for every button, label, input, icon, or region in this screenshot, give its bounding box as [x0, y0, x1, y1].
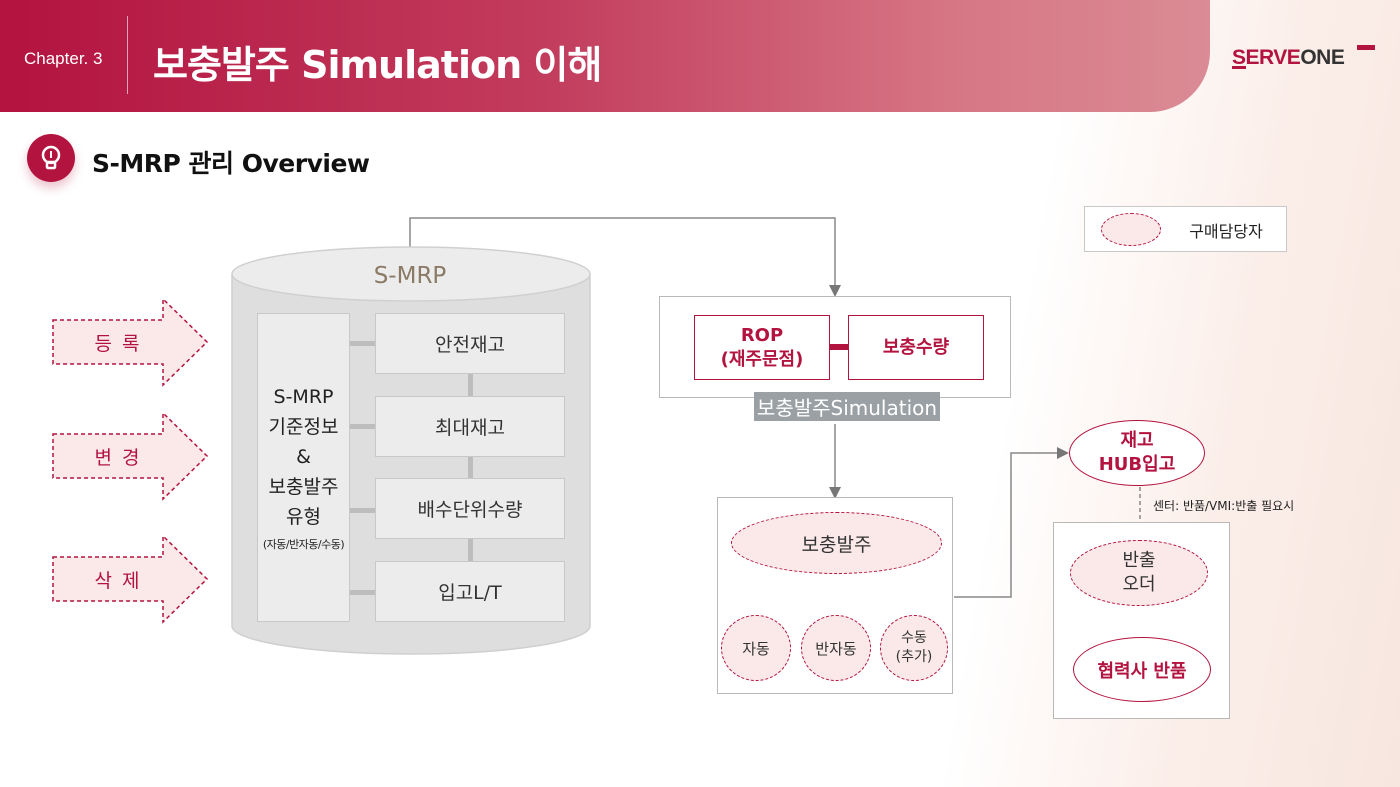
register-label: 등 록 [94, 332, 142, 355]
item-multiple-qty: 배수단위수량 [375, 478, 565, 539]
chapter-label: Chapter. 3 [24, 49, 103, 68]
legend-ellipse [1101, 213, 1161, 246]
modify-arrow [52, 411, 209, 501]
cylinder-label: S-MRP [373, 263, 447, 289]
modify-label: 변 경 [94, 446, 142, 469]
return-note: 센터: 반품/VMI:반출 필요시 [1153, 499, 1295, 513]
simulation-label: 보충발주Simulation [753, 391, 941, 421]
page-title: 보충발주 Simulation 이해 [153, 43, 602, 87]
legend-label: 구매담당자 [1189, 222, 1263, 241]
replenish-order-ellipse: 보충발주 [731, 512, 942, 574]
logo-underline [1232, 66, 1246, 69]
out-order-ellipse: 반출 오더 [1070, 540, 1208, 606]
register-arrow [52, 297, 209, 387]
serveone-logo: SERVEONE [1232, 46, 1345, 69]
item-max-stock: 최대재고 [375, 396, 565, 457]
logo-accent [1357, 45, 1375, 50]
section-title: S-MRP 관리 Overview [92, 149, 370, 178]
simulation-label-wrap: 보충발주Simulation [745, 391, 949, 421]
header-banner [0, 0, 1210, 112]
lightbulb-icon [27, 134, 75, 182]
item-lead-time: 입고L/T [375, 561, 565, 622]
header-divider [127, 16, 128, 94]
rop-qty-link [830, 344, 848, 350]
rop-box: ROP (재주문점) [694, 315, 830, 380]
replenish-qty-box: 보충수량 [848, 315, 984, 380]
manual-ellipse: 수동 (추가) [880, 615, 948, 681]
base-info-box: S-MRP 기준정보 & 보충발주 유형 (자동/반자동/수동) [257, 313, 350, 622]
hub-receipt-ellipse: 재고 HUB입고 [1069, 420, 1205, 486]
supplier-return-ellipse: 협력사 반품 [1073, 637, 1211, 702]
auto-ellipse: 자동 [721, 615, 791, 681]
semi-auto-ellipse: 반자동 [801, 615, 871, 681]
delete-arrow [52, 534, 209, 624]
delete-label: 삭 제 [94, 569, 142, 592]
item-safety-stock: 안전재고 [375, 313, 565, 374]
